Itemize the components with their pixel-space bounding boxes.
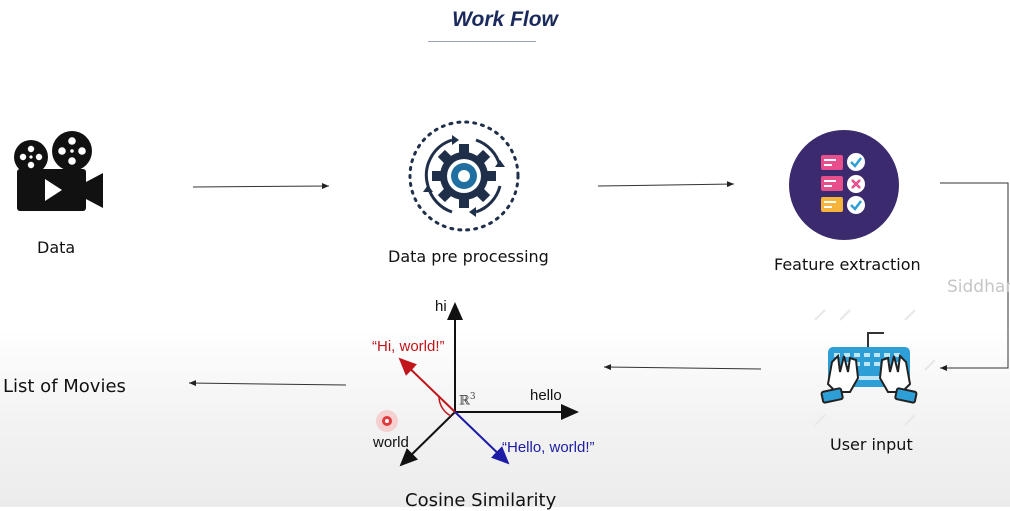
axis-z (399, 411, 456, 467)
connector-features-to-userinput (940, 182, 1009, 371)
node-label-user-input: User input (830, 435, 913, 454)
arrow-userinput-to-cosine (603, 364, 762, 371)
space-exponent: 3 (469, 392, 476, 402)
node-label-list-of-movies: List of Movies (3, 376, 126, 397)
node-label-feature-extraction: Feature extraction (774, 255, 921, 274)
axis-label-world: world (373, 434, 409, 451)
watermark: Siddhar (947, 277, 1010, 297)
workflow-title: Work Flow (452, 8, 558, 31)
node-label-cosine-similarity: Cosine Similarity (405, 490, 557, 511)
axis-label-hello: hello (530, 387, 562, 404)
node-label-preprocessing: Data pre processing (388, 247, 549, 266)
vector-label-hello-world: “Hello, world!” (502, 439, 595, 456)
arrow-cosine-to-movies (188, 380, 347, 387)
vector-red (398, 357, 456, 413)
title-underline (428, 41, 536, 42)
node-label-data: Data (37, 238, 76, 257)
space-symbol: ℝ (459, 393, 470, 409)
vector-blue (454, 411, 510, 465)
axis-label-hi: hi (435, 298, 447, 315)
vector-label-hi-world: “Hi, world!” (372, 338, 445, 355)
arrow-preprocessing-to-features (597, 181, 735, 188)
arrow-data-to-preprocessing (192, 183, 330, 190)
space-label: ℝ3 (459, 392, 476, 408)
